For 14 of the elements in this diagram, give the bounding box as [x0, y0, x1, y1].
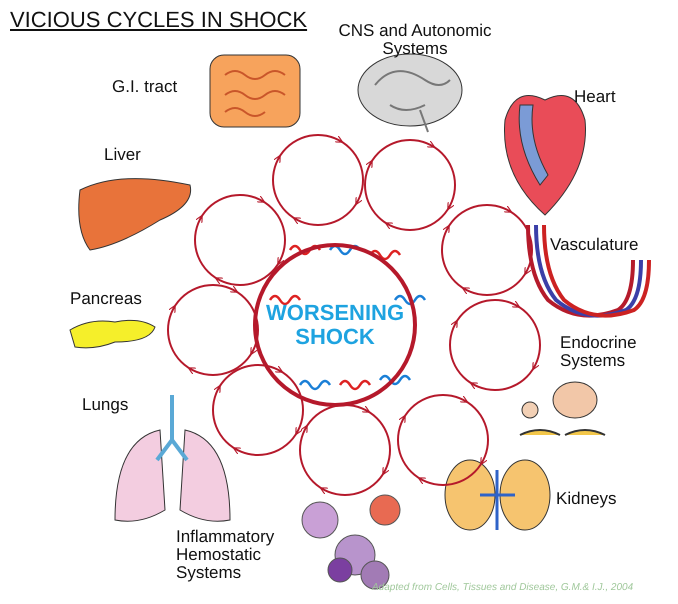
title: VICIOUS CYCLES IN SHOCK — [10, 8, 308, 32]
caption: Adapted from Cells, Tissues and Disease, G.M.& I.J., 2004 — [372, 583, 634, 594]
organ-label: Lungs — [82, 396, 130, 414]
organ-label: Liver — [104, 146, 142, 164]
organ-label: Inflammatory Hemostatic Systems — [176, 528, 276, 582]
center-circle — [253, 243, 417, 407]
organ-label: CNS and Autonomic Systems — [337, 22, 493, 58]
organ-label: Pancreas — [70, 290, 143, 308]
organ-label: Heart — [574, 88, 617, 106]
center-label: WORSENING SHOCK — [265, 300, 405, 350]
organ-label: Kidneys — [556, 490, 618, 508]
organ-label: Vasculature — [550, 236, 640, 254]
organ-label: G.I. tract — [112, 78, 178, 96]
organ-label: Endocrine Systems — [560, 334, 638, 370]
